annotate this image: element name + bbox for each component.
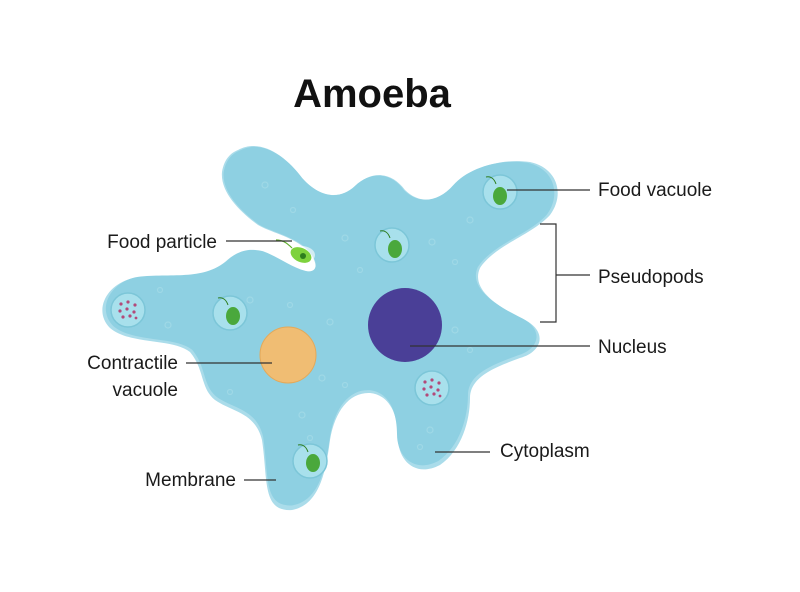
dotted-vacuole-left: [110, 292, 146, 328]
diagram-title: Amoeba: [293, 72, 451, 116]
label-cytoplasm: Cytoplasm: [500, 441, 590, 462]
label-pseudopods: Pseudopods: [598, 267, 704, 288]
label-contractile-line1: Contractile: [87, 353, 178, 374]
dotted-vacuole-right: [414, 370, 450, 406]
food-vacuole-bottom: [292, 443, 328, 479]
food-particle: [275, 239, 315, 264]
food-vacuole-top-right: [482, 174, 518, 210]
amoeba-cytoplasm: [105, 146, 555, 506]
leader-lines: [186, 189, 590, 481]
label-food-particle: Food particle: [107, 232, 217, 253]
food-vacuole-left: [212, 295, 248, 331]
label-nucleus: Nucleus: [598, 337, 667, 358]
nucleus: [368, 288, 442, 362]
label-contractile-line2: vacuole: [113, 380, 179, 401]
label-food-vacuole: Food vacuole: [598, 180, 712, 201]
food-vacuole-center: [374, 227, 410, 263]
label-membrane: Membrane: [145, 470, 236, 491]
cytoplasm-bubbles: [156, 181, 474, 451]
contractile-vacuole: [259, 326, 317, 384]
